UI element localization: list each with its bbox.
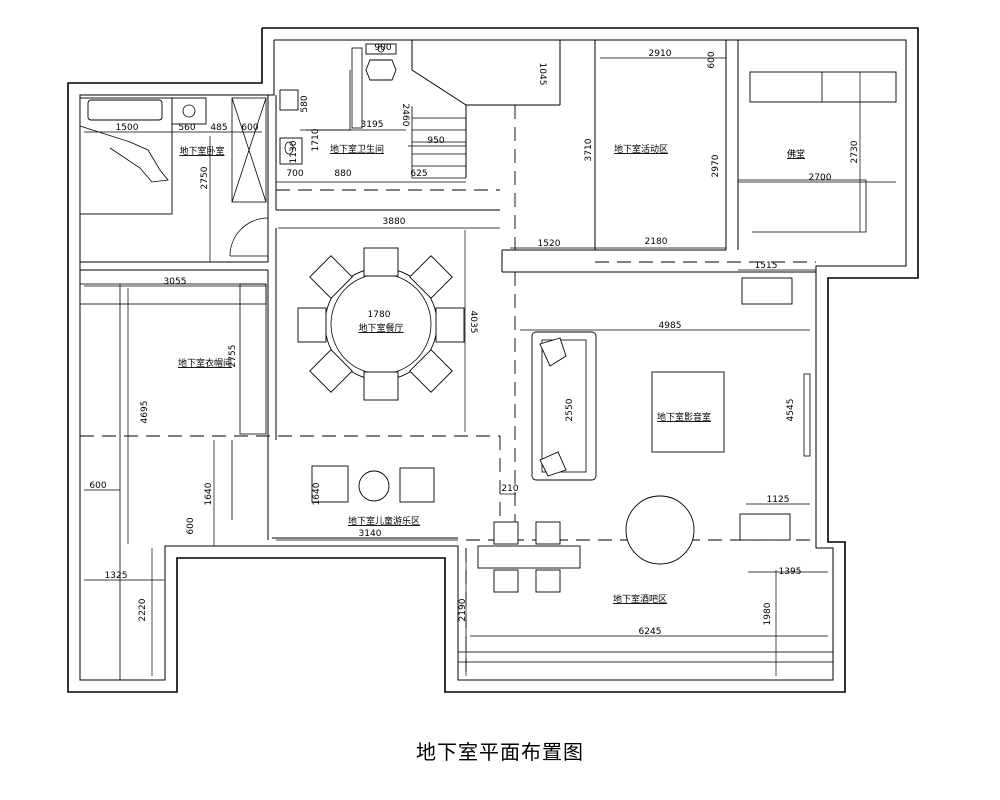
dim-label: 2180	[645, 237, 668, 247]
dim-label: 560	[178, 123, 195, 133]
dim-label: 4985	[659, 321, 682, 331]
closet-furniture	[79, 283, 267, 680]
label-bedroom: 地下室卧室	[179, 145, 224, 157]
dim-label: 950	[427, 136, 444, 146]
dim-label: 1325	[105, 571, 128, 581]
label-dining: 地下室餐厅	[358, 322, 403, 334]
label-shrine: 佛堂	[787, 148, 805, 160]
dim-label: 580	[300, 95, 310, 112]
dim-label: 700	[286, 169, 303, 179]
dim-label: 1125	[767, 495, 790, 505]
dim-label: 3880	[383, 217, 406, 227]
dim-label: 6245	[639, 627, 662, 637]
dim-label: 1980	[763, 602, 773, 625]
dim-label: 2755	[228, 345, 238, 368]
dim-label: 4545	[786, 399, 796, 422]
room-labels: 地下室卧室 地下室卫生间 地下室活动区 佛堂 地下室衣帽间 地下室餐厅 地下室影…	[178, 143, 805, 605]
dim-label: 600	[707, 51, 717, 68]
dim-label: 2970	[711, 154, 721, 177]
dim-label: 1515	[755, 261, 778, 271]
label-bathroom: 地下室卫生间	[330, 143, 384, 155]
dim-label: 485	[210, 123, 227, 133]
dim-label: 600	[241, 123, 258, 133]
dim-label: 3140	[359, 529, 382, 539]
dim-label: 2700	[809, 173, 832, 183]
dim-label: 1710	[311, 128, 321, 151]
dim-label: 1395	[779, 567, 802, 577]
label-activity: 地下室活动区	[614, 143, 668, 155]
dim-label: 4035	[468, 311, 478, 334]
dining-set	[297, 247, 465, 401]
dim-label: 625	[410, 169, 427, 179]
dim-label: 1500	[116, 123, 139, 133]
dim-label: 900	[374, 43, 391, 53]
interior-walls	[80, 40, 897, 540]
dim-label: 2460	[400, 104, 410, 127]
dim-label: 2220	[138, 598, 148, 621]
dim-label: 2750	[200, 166, 210, 189]
dimension-labels: 900 1045 2910 600 1500 560 485 600 580 3…	[89, 43, 860, 637]
dim-label: 2190	[458, 598, 468, 621]
dim-label: 2550	[565, 398, 575, 421]
bedroom-furniture	[79, 97, 269, 257]
bathroom-fixtures	[279, 43, 397, 165]
dim-label: 1520	[538, 239, 561, 249]
cinema-furniture	[531, 277, 811, 481]
dim-label: 1130	[289, 140, 299, 163]
dimension-lines	[84, 57, 896, 676]
label-closet: 地下室衣帽间	[178, 357, 232, 369]
kids-furniture	[311, 465, 435, 503]
dim-label: 3195	[361, 120, 384, 130]
dim-label: 1640	[312, 482, 322, 505]
dim-label: 600	[89, 481, 106, 491]
dim-label: 210	[501, 484, 518, 494]
dim-label: 3710	[584, 138, 594, 161]
dim-label: 3055	[164, 277, 187, 287]
dim-label: 1045	[537, 63, 547, 86]
dim-label: 1640	[204, 482, 214, 505]
bar-furniture	[457, 495, 834, 663]
dim-label: 1780	[368, 310, 391, 320]
label-cinema: 地下室影音室	[657, 411, 711, 423]
plan-title: 地下室平面布置图	[416, 740, 584, 764]
dim-label: 2910	[649, 49, 672, 59]
dim-label: 4695	[140, 401, 150, 424]
dim-label: 2730	[850, 140, 860, 163]
label-kids: 地下室儿童游乐区	[348, 515, 420, 527]
label-bar: 地下室酒吧区	[613, 593, 667, 605]
dim-label: 880	[334, 169, 351, 179]
dim-label: 600	[186, 517, 196, 534]
